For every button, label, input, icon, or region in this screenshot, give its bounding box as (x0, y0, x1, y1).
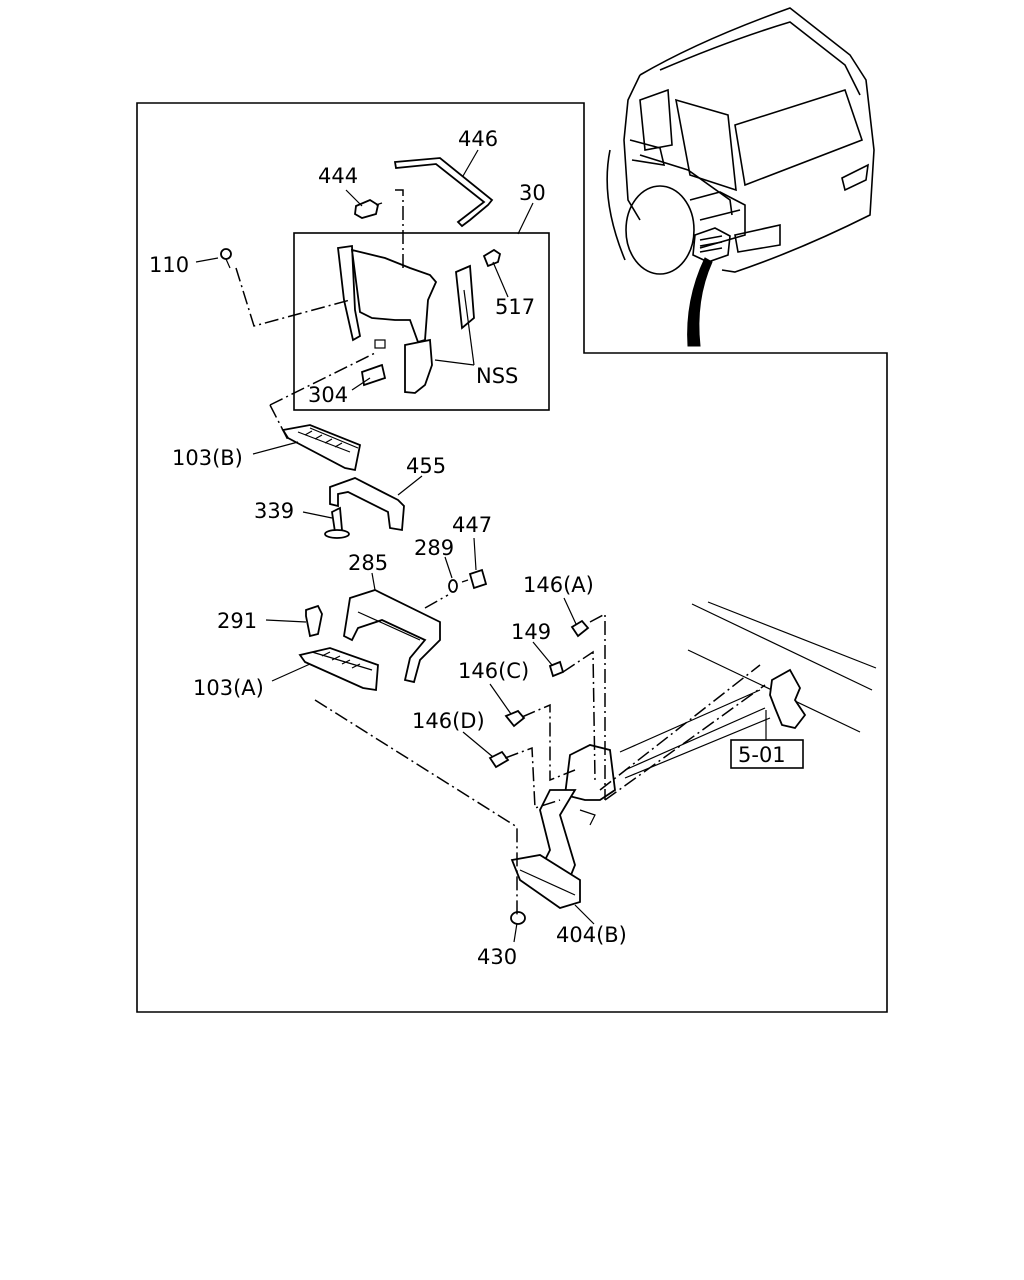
callout-5-01: 5-01 (738, 743, 786, 767)
callout-103a: 103(A) (193, 676, 264, 700)
bracket-455 (329, 477, 405, 532)
callout-404b: 404(B) (556, 923, 627, 947)
bracket-285 (343, 589, 441, 684)
leader-lines (195, 149, 767, 943)
callout-291: 291 (217, 609, 257, 633)
diagram-frame (136, 102, 888, 1013)
assembly-lines (235, 189, 766, 915)
callout-455: 455 (406, 454, 446, 478)
frame-and-hanger (488, 601, 877, 925)
callout-517: 517 (495, 295, 535, 319)
callout-289: 289 (414, 536, 454, 560)
callout-146c: 146(C) (458, 659, 529, 683)
callout-30: 30 (519, 181, 546, 205)
truck-cab-illustration (606, 7, 875, 347)
reference-box-5-01 (730, 739, 804, 769)
callout-304: 304 (308, 383, 348, 407)
bolt-447 (448, 568, 488, 593)
upper-bracket-assembly (220, 157, 502, 394)
callout-nss: NSS (476, 364, 518, 388)
step-103b (281, 424, 362, 472)
callout-285: 285 (348, 551, 388, 575)
callout-444: 444 (318, 164, 358, 188)
bolt-291 (305, 604, 323, 638)
callout-146d: 146(D) (412, 709, 485, 733)
callout-103b: 103(B) (172, 446, 243, 470)
callout-339: 339 (254, 499, 294, 523)
callout-labels: 446 444 30 110 517 NSS 304 103(B) 455 33… (149, 127, 786, 969)
callout-149: 149 (511, 620, 551, 644)
callout-430: 430 (477, 945, 517, 969)
callout-447: 447 (452, 513, 492, 537)
bolt-339 (324, 506, 350, 539)
step-103a (298, 647, 379, 692)
callout-446: 446 (458, 127, 498, 151)
callout-110: 110 (149, 253, 189, 277)
assembly-30-box (293, 232, 550, 411)
callout-146a: 146(A) (523, 573, 594, 597)
